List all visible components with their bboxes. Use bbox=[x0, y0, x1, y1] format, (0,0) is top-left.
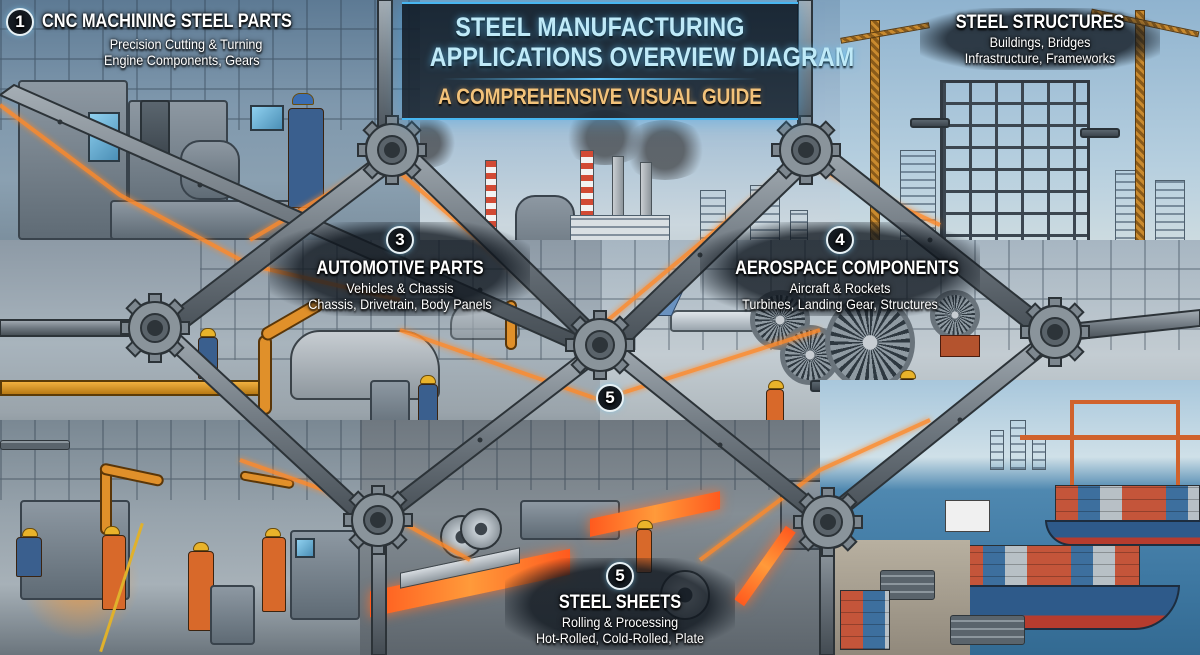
section-title: AUTOMOTIVE PARTS bbox=[316, 258, 484, 279]
subtitle: A COMPREHENSIVE VISUAL GUIDE bbox=[438, 84, 762, 109]
section-title: AEROSPACE COMPONENTS bbox=[735, 258, 960, 279]
section-line-1: Aircraft & Rockets bbox=[789, 280, 891, 296]
factory-floor-scene bbox=[0, 420, 420, 655]
title-banner: STEEL MANUFACTURING APPLICATIONS OVERVIE… bbox=[402, 2, 855, 120]
section-title: STEEL SHEETS bbox=[558, 592, 682, 613]
section-line-1: Precision Cutting & Turning bbox=[109, 36, 263, 52]
section-title: CNC MACHINING STEEL PARTS bbox=[42, 11, 292, 32]
section-line-2: Turbines, Landing Gear, Structures bbox=[742, 296, 938, 312]
section-number-badge: 1 bbox=[6, 8, 34, 36]
center-number-badge: 5 bbox=[596, 384, 624, 412]
title-line-1: STEEL MANUFACTURING bbox=[455, 12, 745, 42]
section-aerospace-label: 4 AEROSPACE COMPONENTS Aircraft & Rocket… bbox=[700, 222, 980, 316]
section-line-1: Vehicles & Chassis bbox=[346, 280, 454, 296]
section-number-badge: 4 bbox=[826, 226, 854, 254]
section-number-badge: 3 bbox=[386, 226, 414, 254]
port-shipping-scene bbox=[820, 380, 1200, 655]
section-cnc-label: 1 CNC MACHINING STEEL PARTS Precision Cu… bbox=[6, 8, 333, 68]
section-line-2: Chassis, Drivetrain, Body Panels bbox=[308, 296, 492, 312]
section-line-2: Hot-Rolled, Cold-Rolled, Plate bbox=[535, 630, 705, 646]
section-title: STEEL STRUCTURES bbox=[955, 12, 1125, 33]
section-line-2: Engine Components, Gears bbox=[104, 52, 260, 68]
section-sheets-label: 5 STEEL SHEETS Rolling & Processing Hot-… bbox=[505, 558, 735, 650]
section-number-badge: 5 bbox=[606, 562, 634, 590]
title-divider bbox=[442, 78, 758, 80]
section-line-2: Infrastructure, Frameworks bbox=[964, 50, 1116, 66]
section-line-1: Buildings, Bridges bbox=[989, 34, 1091, 50]
section-line-1: Rolling & Processing bbox=[561, 614, 679, 630]
section-number-badge: 5 bbox=[596, 384, 624, 412]
title-line-2: APPLICATIONS OVERVIEW DIAGRAM bbox=[429, 42, 855, 72]
section-automotive-label: 3 AUTOMOTIVE PARTS Vehicles & Chassis Ch… bbox=[270, 222, 530, 316]
section-structures-label: STEEL STRUCTURES Buildings, Bridges Infr… bbox=[920, 8, 1160, 70]
